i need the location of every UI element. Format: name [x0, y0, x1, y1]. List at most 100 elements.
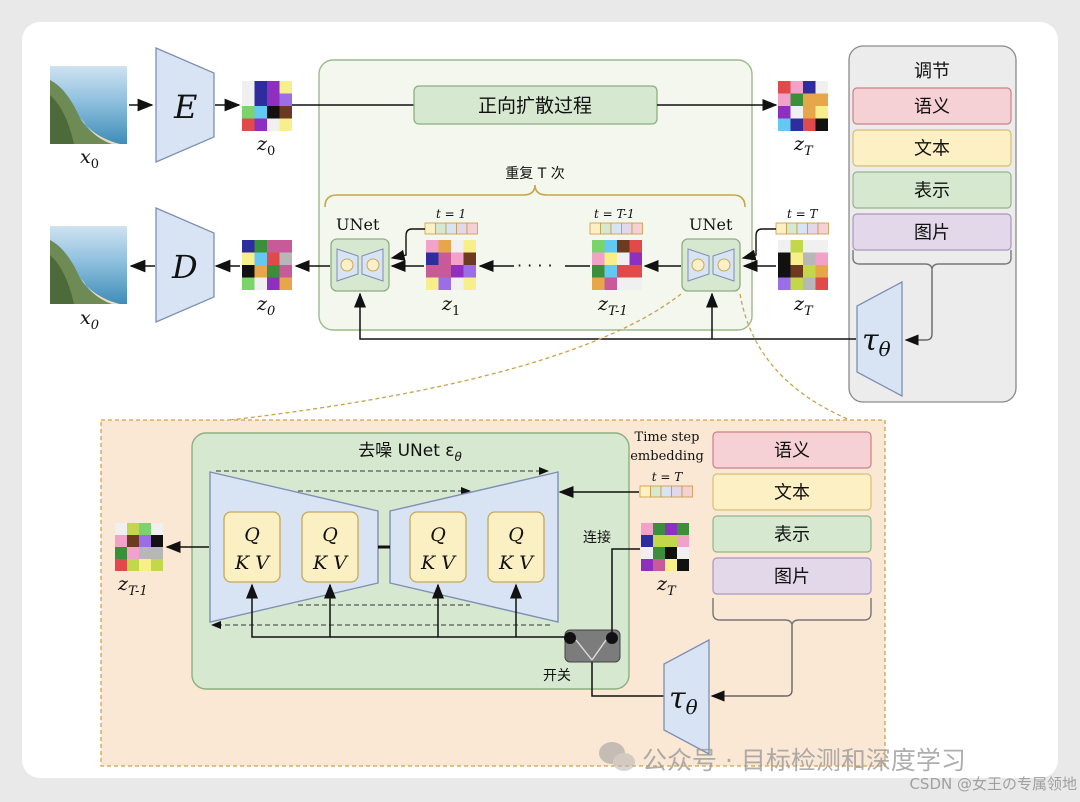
zT-bottom-label: zT [656, 573, 677, 599]
zT-top-label: zT [793, 133, 814, 159]
latent-cell [677, 535, 689, 547]
arrow-t1-to-unet [390, 228, 425, 261]
conditioning-item-label: 图片 [774, 566, 810, 587]
zT-mid-label: zT [793, 293, 814, 319]
latent-cell [803, 252, 816, 265]
latent-cell [426, 240, 439, 253]
latent-cell [815, 252, 828, 265]
conditioning-item-box [712, 557, 872, 595]
embedding-cell [807, 222, 819, 235]
forward-process-label: 正向扩散过程 [478, 95, 592, 117]
qkv-attention-blocks: QK VQK VQK VQK V [223, 511, 545, 583]
latent-grid-zT-mid [778, 240, 828, 290]
tau-to-switch-line [591, 662, 664, 697]
latent-cell [254, 93, 267, 106]
conditioning-item-box [852, 213, 1012, 251]
latent-cell [653, 523, 665, 535]
qkv-query: Q [430, 524, 446, 546]
conditioning-title: 调节 [914, 61, 950, 82]
embedding-cell [589, 222, 601, 235]
embedding-cell [817, 222, 829, 235]
z1-label: z1 [441, 293, 460, 319]
arrow-tau-to-unet-left [354, 292, 856, 340]
latent-cell [127, 547, 139, 559]
embedding-cell [466, 222, 478, 235]
embedding-cell [445, 222, 457, 235]
arrow-conditioning-to-tau-top [904, 270, 933, 346]
latent-cell [604, 252, 617, 265]
latent-cell [604, 265, 617, 278]
latent-cell [254, 277, 267, 290]
latent-cell [803, 265, 816, 278]
latent-cell [790, 240, 803, 253]
unet-right-block [681, 238, 741, 292]
latent-cell [641, 523, 653, 535]
conditioning-item-label: 表示 [914, 180, 950, 201]
latent-cell [279, 240, 292, 253]
decoder-label: D [171, 248, 198, 286]
latent-grid-z0-bottom [242, 240, 292, 290]
conditioning-item-box [852, 129, 1012, 167]
embedding-cell [610, 222, 622, 235]
latent-cell [151, 559, 163, 571]
latent-cell [592, 252, 605, 265]
qkv-key-value: K V [420, 552, 457, 574]
conditioning-item-box [712, 473, 872, 511]
latent-grid-zTm1 [592, 240, 642, 290]
latent-cell [242, 93, 255, 106]
qkv-key-value: K V [498, 552, 535, 574]
tT-top-label: t = T [787, 207, 819, 221]
latent-cell [426, 277, 439, 290]
latent-cell [617, 277, 630, 290]
wechat-icon [599, 742, 635, 771]
latent-cell [790, 118, 803, 131]
latent-cell [279, 81, 292, 94]
latent-cell [592, 265, 605, 278]
latent-cell [463, 265, 476, 278]
latent-cell [815, 265, 828, 278]
switch-terminal-left [564, 632, 576, 644]
switch-terminal-right [606, 632, 618, 644]
latent-cell [279, 265, 292, 278]
latent-cell [677, 547, 689, 559]
latent-cell [426, 252, 439, 265]
latent-cell [803, 118, 816, 131]
latent-grid-zT-bottom [641, 523, 689, 571]
x0-top-label: x0 [80, 146, 99, 172]
latent-cell [279, 277, 292, 290]
latent-cell [267, 277, 280, 290]
embedding-cell [456, 222, 468, 235]
latent-cell [267, 81, 280, 94]
latent-cell [438, 252, 451, 265]
latent-cell [254, 106, 267, 119]
latent-cell [778, 81, 791, 94]
tau-encoder-bottom [663, 638, 710, 756]
latent-cell [451, 240, 464, 253]
latent-cell [815, 240, 828, 253]
latent-cell [279, 118, 292, 131]
latent-cell [665, 523, 677, 535]
latent-cell [242, 265, 255, 278]
concat-line [611, 548, 640, 632]
latent-cell [665, 547, 677, 559]
latent-cell [139, 523, 151, 535]
latent-cell [815, 277, 828, 290]
tau-top-label: τθ [862, 323, 891, 361]
arrow-switch-to-qkv-1 [246, 583, 578, 638]
conditioning-item-label: 表示 [774, 524, 810, 545]
latent-cell [267, 106, 280, 119]
embedding-cell [660, 485, 672, 498]
latent-cell [641, 559, 653, 571]
latent-cell [279, 252, 292, 265]
embedding-cell [639, 485, 651, 498]
latent-cell [790, 93, 803, 106]
embedding-cell [671, 485, 683, 498]
encoder-label: E [173, 88, 197, 126]
conditioning-item-box [852, 171, 1012, 209]
qkv-block [301, 511, 359, 583]
denoising-unet-title: 去噪 UNet εθ [358, 441, 462, 464]
timestep-embedding-label-1: Time step [635, 430, 700, 445]
zoom-line-left [229, 293, 682, 421]
latent-cell [254, 252, 267, 265]
latent-cell [815, 93, 828, 106]
